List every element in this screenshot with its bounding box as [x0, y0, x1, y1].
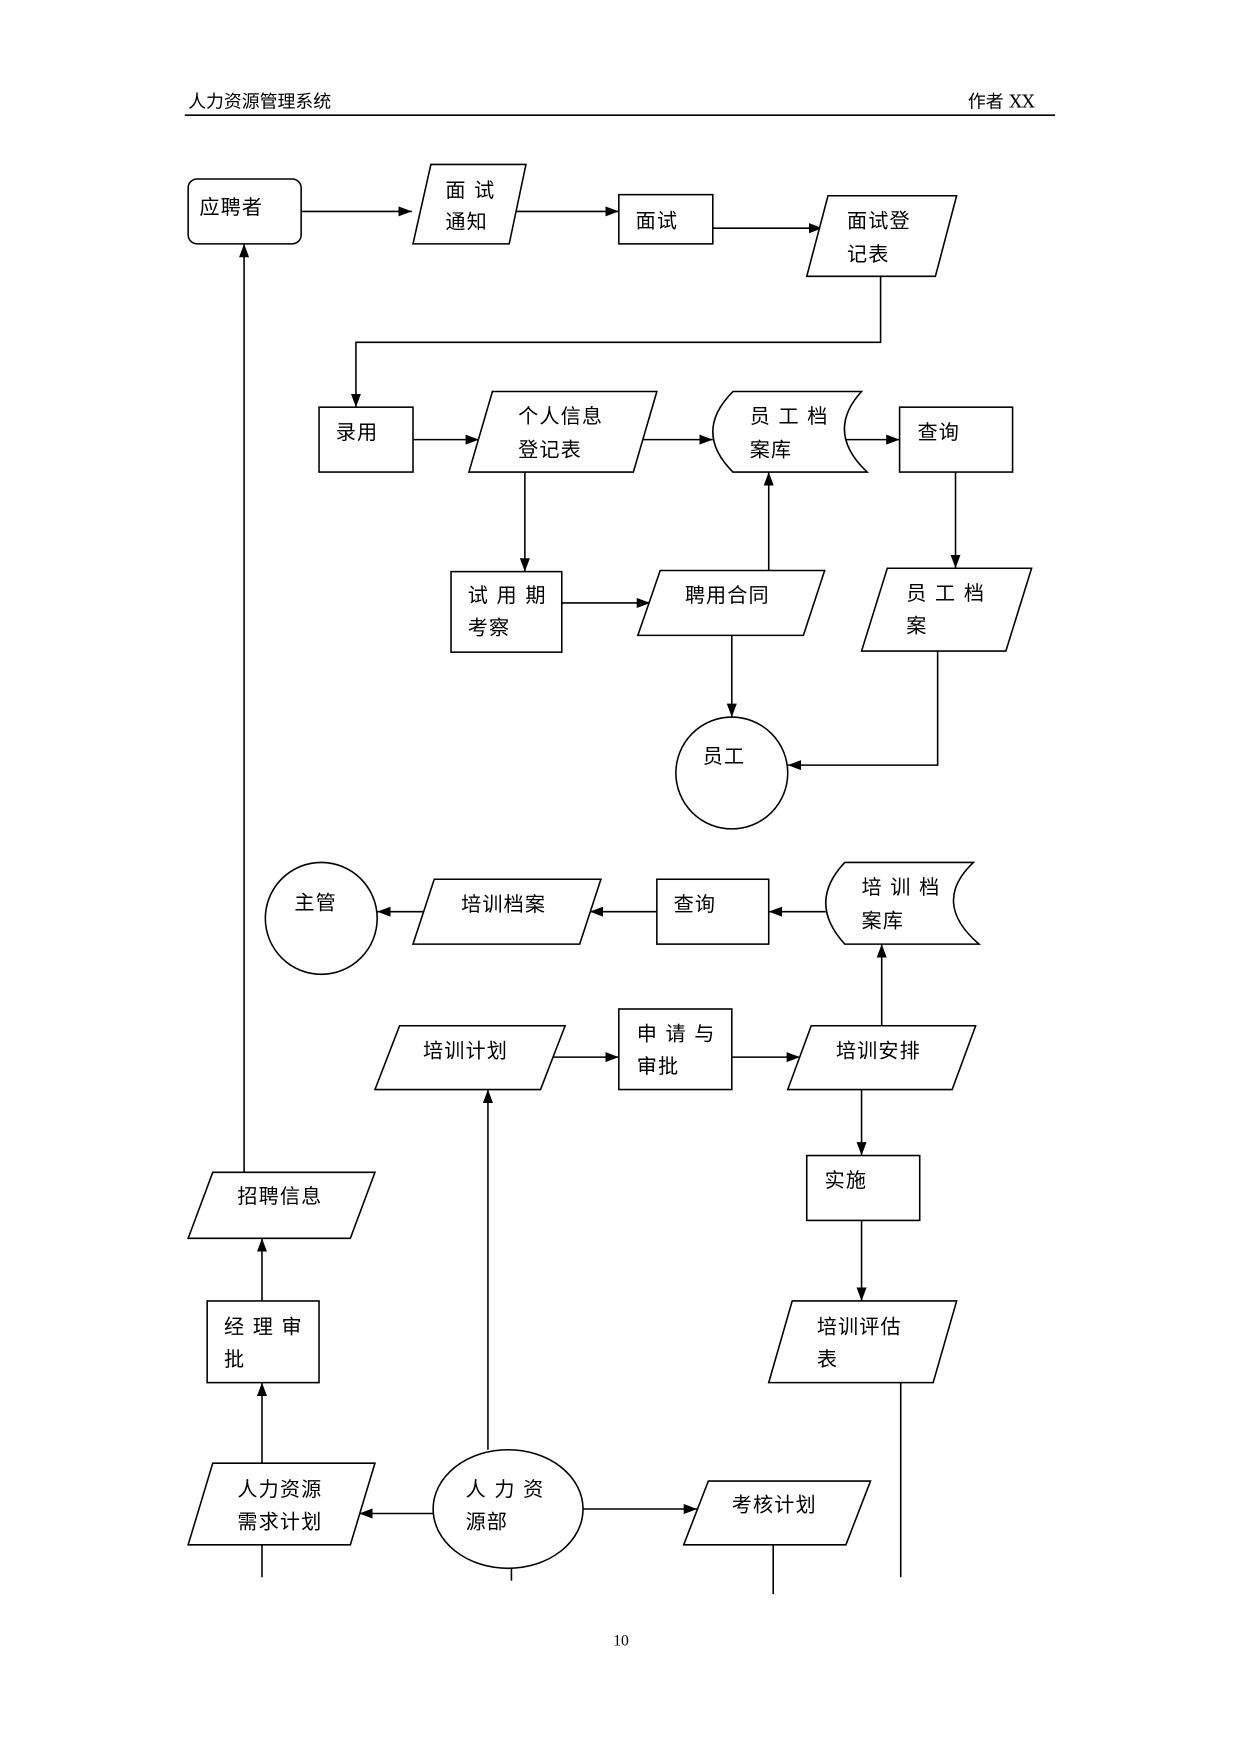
node-label: 员工: [703, 744, 746, 768]
node-label: 需求计划: [237, 1509, 322, 1533]
node-employee-archive: 员 工 档 案: [860, 567, 1033, 652]
process-shape: [656, 878, 770, 945]
node-hire: 录用: [318, 406, 414, 473]
node-label: 面试: [636, 208, 679, 232]
data-shape: [786, 1024, 977, 1091]
node-training-archive-db: 培 训 档 案库: [825, 861, 982, 945]
node-label: 面试登: [847, 208, 911, 232]
node-label: 源部: [466, 1509, 509, 1533]
header-title: 人力资源管理系统: [188, 91, 331, 112]
node-label: 面 试: [445, 178, 495, 202]
data-shape: [187, 1171, 377, 1240]
node-implementation: 实施: [805, 1154, 921, 1222]
header-author: 作者 XX: [968, 91, 1035, 112]
connectors: [239, 206, 961, 1595]
data-shape: [373, 1024, 567, 1091]
node-training-evaluation: 培训评估 表: [767, 1300, 958, 1384]
node-label: 主管: [294, 891, 337, 915]
node-label: 考核计划: [732, 1493, 817, 1517]
entity-circle: [264, 861, 378, 976]
node-label: 员 工 档: [750, 404, 829, 428]
node-label: 申 请 与: [637, 1022, 716, 1046]
node-label: 案库: [750, 438, 793, 462]
data-shape: [805, 194, 958, 278]
node-label: 人 力 资: [466, 1477, 545, 1501]
node-interview-form: 面试登 记表: [805, 194, 958, 278]
node-label: 经 理 审: [224, 1315, 303, 1339]
node-label: 查询: [674, 892, 717, 916]
node-label: 审批: [637, 1054, 680, 1078]
data-shape: [636, 569, 826, 637]
node-hr-demand-plan: 人力资源 需求计划: [187, 1462, 377, 1546]
data-shape: [412, 163, 527, 245]
node-employee-archive-db: 员 工 档 案库: [712, 390, 870, 473]
process-shape: [618, 193, 714, 245]
node-training-archive: 培训档案: [411, 878, 603, 945]
node-employee: 员工: [675, 716, 789, 830]
node-label: 登记表: [518, 438, 582, 462]
data-shape: [767, 1300, 958, 1384]
node-label: 培训档案: [461, 892, 546, 916]
arrow-form-to-hire: [350, 276, 882, 408]
node-interview-notice: 面 试 通知: [412, 163, 527, 245]
data-shape: [682, 1480, 872, 1546]
stored-data-shape: [825, 861, 982, 945]
node-employment-contract: 聘用合同: [636, 569, 826, 637]
process-shape: [206, 1300, 320, 1384]
node-label: 培 训 档: [862, 875, 941, 899]
terminal-shape: [187, 178, 302, 245]
node-label: 案: [906, 613, 927, 637]
node-applicant: 应聘者: [187, 178, 302, 245]
node-label: 个人信息: [518, 404, 603, 428]
node-label: 查询: [917, 420, 960, 444]
node-label: 考察: [468, 616, 511, 640]
node-label: 招聘信息: [237, 1184, 322, 1208]
node-label: 培训安排: [836, 1038, 921, 1062]
node-label: 通知: [445, 209, 488, 233]
data-shape: [411, 878, 603, 945]
process-shape: [618, 1008, 733, 1091]
page-header: 人力资源管理系统 作者 XX: [184, 91, 1056, 117]
node-probation: 试 用 期 考察: [450, 570, 563, 653]
node-interview: 面试: [618, 193, 714, 245]
entity-ellipse: [432, 1448, 584, 1570]
node-employee-query: 查询: [898, 406, 1014, 473]
node-training-query: 查询: [656, 878, 770, 945]
process-shape: [898, 406, 1014, 473]
process-shape: [450, 570, 563, 653]
node-label: 批: [224, 1347, 245, 1371]
page-number: 10: [613, 1633, 629, 1650]
node-label: 试 用 期: [468, 583, 547, 607]
node-training-plan: 培训计划: [373, 1024, 567, 1091]
node-supervisor: 主管: [264, 861, 378, 976]
process-shape: [318, 406, 414, 473]
arrow-employee-archive-to-employee: [787, 651, 939, 771]
node-apply-approve: 申 请 与 审批: [618, 1008, 733, 1091]
node-recruitment-info: 招聘信息: [187, 1171, 377, 1240]
data-shape: [860, 567, 1033, 652]
node-label: 应聘者: [199, 195, 263, 219]
node-label: 实施: [825, 1168, 868, 1192]
node-label: 聘用合同: [685, 583, 770, 607]
process-shape: [805, 1154, 921, 1222]
node-label: 人力资源: [237, 1477, 322, 1501]
node-assessment-plan: 考核计划: [682, 1480, 872, 1546]
node-label: 案库: [862, 909, 905, 933]
node-manager-approval: 经 理 审 批: [206, 1300, 320, 1384]
node-personal-info-form: 个人信息 登记表: [467, 390, 658, 473]
node-hr-department: 人 力 资 源部: [432, 1448, 584, 1570]
node-label: 员 工 档: [906, 581, 985, 605]
data-shape: [467, 390, 658, 473]
entity-circle: [675, 716, 789, 830]
stored-data-shape: [712, 390, 870, 473]
node-label: 培训计划: [423, 1038, 508, 1062]
node-label: 记表: [847, 242, 890, 266]
node-training-arrangement: 培训安排: [786, 1024, 977, 1091]
node-label: 表: [817, 1347, 838, 1371]
data-shape: [187, 1462, 377, 1546]
node-label: 培训评估: [817, 1315, 902, 1339]
node-label: 录用: [336, 420, 379, 444]
